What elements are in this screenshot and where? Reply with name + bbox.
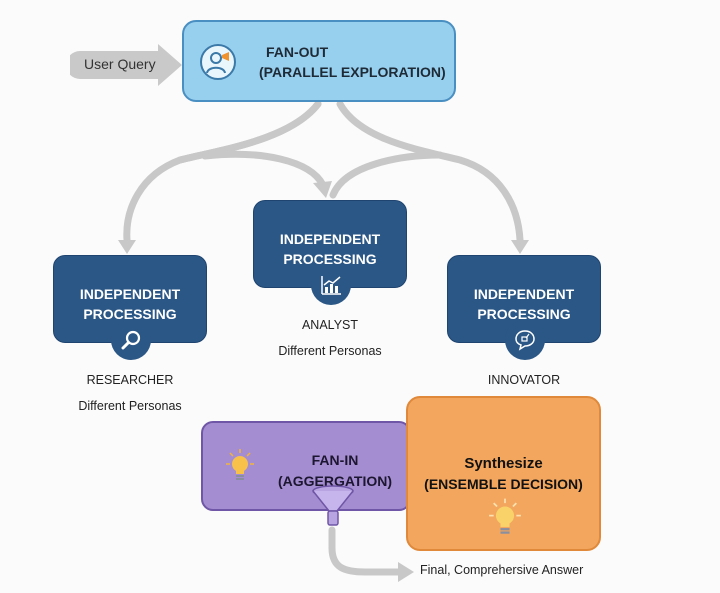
arrowhead-output (398, 562, 414, 582)
processing-box-innovator: INDEPENDENT PROCESSING (447, 255, 601, 360)
processing-title-line2: PROCESSING (283, 251, 377, 267)
arrowhead-innovator (511, 240, 529, 254)
processing-box-analyst: INDEPENDENT PROCESSING (253, 200, 407, 305)
role-researcher: RESEARCHER (86, 373, 174, 387)
synthesize-title: Synthesize (464, 455, 543, 472)
connector-fanout-to-analyst (176, 100, 327, 189)
persona-note-analyst: Different Personas (278, 344, 382, 358)
processing-title-line1: INDEPENDENT (473, 286, 575, 302)
user-query-input: User Query (70, 44, 182, 86)
fan-out-subtitle: (PARALLEL EXPLORATION) (259, 64, 446, 80)
arrowhead-researcher (118, 240, 136, 254)
connector-analyst-to-innovator (329, 151, 444, 199)
user-query-label: User Query (84, 56, 156, 72)
role-analyst: ANALYST (301, 318, 359, 332)
fan-out-box: FAN-OUT (PARALLEL EXPLORATION) (182, 20, 456, 102)
processing-title-line1: INDEPENDENT (79, 286, 181, 302)
fan-out-title: FAN-OUT (266, 44, 329, 60)
user-megaphone-icon (200, 44, 236, 80)
processing-box-researcher: INDEPENDENT PROCESSING (53, 255, 207, 360)
lightbulb-icon (489, 498, 521, 534)
funnel-icon (312, 485, 354, 526)
processing-title-line2: PROCESSING (477, 306, 571, 322)
magnifier-icon (111, 320, 151, 360)
connector-fanout-to-innovator (336, 100, 524, 244)
fan-in-box: FAN-IN (AGGERGATION) (201, 421, 411, 526)
query-arrow-shape (70, 44, 182, 86)
lightbulb-icon (226, 449, 254, 480)
processing-title-line1: INDEPENDENT (279, 231, 381, 247)
connector-fanin-to-output (328, 526, 404, 576)
processing-title-line2: PROCESSING (83, 306, 177, 322)
arrowhead-analyst (313, 181, 332, 198)
fan-in-title: FAN-IN (311, 452, 359, 468)
idea-bubble-icon (505, 320, 545, 360)
synthesize-box: Synthesize (ENSEMBLE DECISION) (406, 396, 601, 551)
fan-in-subtitle: (AGGERGATION) (277, 473, 393, 489)
role-innovator: INNOVATOR (487, 373, 561, 387)
bar-chart-icon (311, 265, 351, 305)
final-answer-label: Final, Comprehersive Answer (420, 563, 584, 577)
synthesize-subtitle: (ENSEMBLE DECISION) (424, 476, 583, 492)
persona-note-researcher: Different Personas (78, 399, 182, 413)
